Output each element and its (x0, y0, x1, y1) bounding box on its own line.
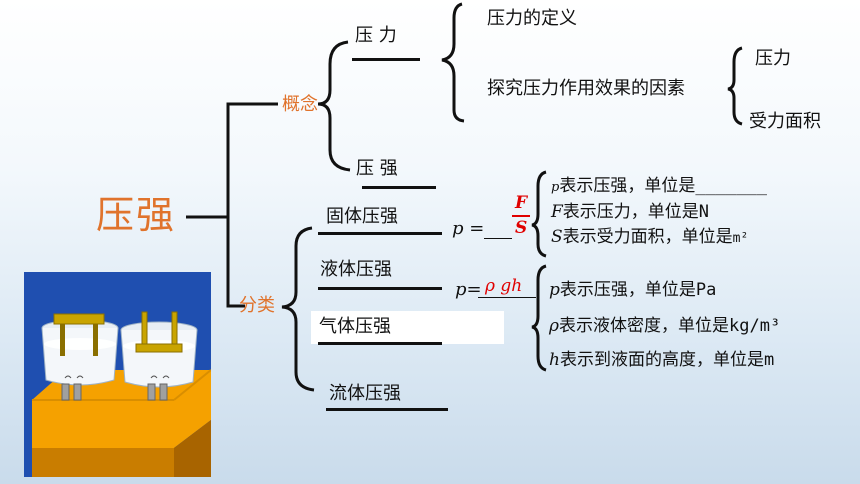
underline-liquid (318, 287, 442, 290)
liquid-formula-rhs: ρ gh (485, 276, 523, 296)
solid-note-s-text: 表示受力面积，单位是 (562, 227, 733, 247)
solid-note-f-text: 表示压力，单位是 (562, 202, 699, 222)
node-liquid-pressure: 液体压强 (320, 259, 392, 280)
underline-pressure-force (352, 58, 420, 61)
node-gas-pressure: 气体压强 (319, 316, 391, 337)
underline-fluid (326, 408, 448, 411)
solid-formula-numerator: F (515, 193, 528, 213)
root-title: 压强 (96, 193, 177, 237)
liquid-note-p: p表示压强，单位是Pa (549, 282, 716, 299)
solid-note-p-text: 表示压强，单位是 (559, 176, 696, 196)
solid-note-s-unit: m² (732, 231, 749, 246)
solid-formula-blank (484, 238, 512, 239)
gas-pressure-box (311, 311, 504, 344)
solid-note-s: S表示受力面积，单位是m² (551, 229, 748, 246)
liquid-note-rho-symbol: ρ (549, 316, 559, 336)
node-fluid-pressure: 流体压强 (329, 383, 401, 404)
fraction-bar (512, 215, 530, 217)
node-pressure: 压 强 (356, 158, 398, 179)
experiment-illustration (24, 272, 211, 477)
liquid-note-p-text: 表示压强，单位是 (559, 280, 696, 300)
liquid-note-h-unit: m (763, 350, 775, 370)
solid-formula-lhs: p = (452, 218, 485, 239)
node-force-definition: 压力的定义 (487, 8, 577, 29)
underline-gas (318, 342, 442, 345)
liquid-note-rho: ρ表示液体密度，单位是kg/m³ (549, 318, 780, 335)
underline-solid (318, 232, 442, 235)
liquid-note-h-symbol: h (549, 350, 560, 370)
node-force-factors: 探究压力作用效果的因素 (487, 78, 685, 99)
liquid-note-rho-text: 表示液体密度，单位是 (559, 316, 729, 336)
solid-note-p-unit: _______ (695, 176, 767, 196)
solid-note-p-symbol: p (551, 180, 560, 195)
liquid-note-h-text: 表示到液面的高度，单位是 (559, 350, 764, 370)
liquid-note-p-symbol: p (549, 280, 560, 300)
liquid-note-h: h表示到液面的高度，单位是m (549, 352, 774, 369)
liquid-formula-blank (478, 297, 536, 298)
node-pressure-force: 压 力 (355, 25, 397, 46)
solid-note-f-unit: N (698, 202, 710, 222)
liquid-note-p-unit: Pa (695, 280, 717, 300)
solid-formula-denominator: S (515, 218, 528, 238)
factor-force: 压力 (755, 48, 791, 69)
underline-pressure (362, 186, 436, 189)
node-solid-pressure: 固体压强 (326, 206, 398, 227)
solid-note-s-symbol: S (551, 227, 563, 247)
solid-note-f-symbol: F (551, 202, 563, 222)
solid-note-f: F表示压力，单位是N (551, 204, 709, 221)
liquid-note-rho-unit: kg/m³ (729, 316, 781, 336)
factor-area: 受力面积 (749, 111, 821, 132)
solid-note-p: p表示压强，单位是_______ (551, 178, 767, 195)
branch-concept: 概念 (282, 94, 318, 115)
liquid-formula-lhs: p= (455, 279, 482, 300)
branch-classification: 分类 (239, 295, 275, 316)
